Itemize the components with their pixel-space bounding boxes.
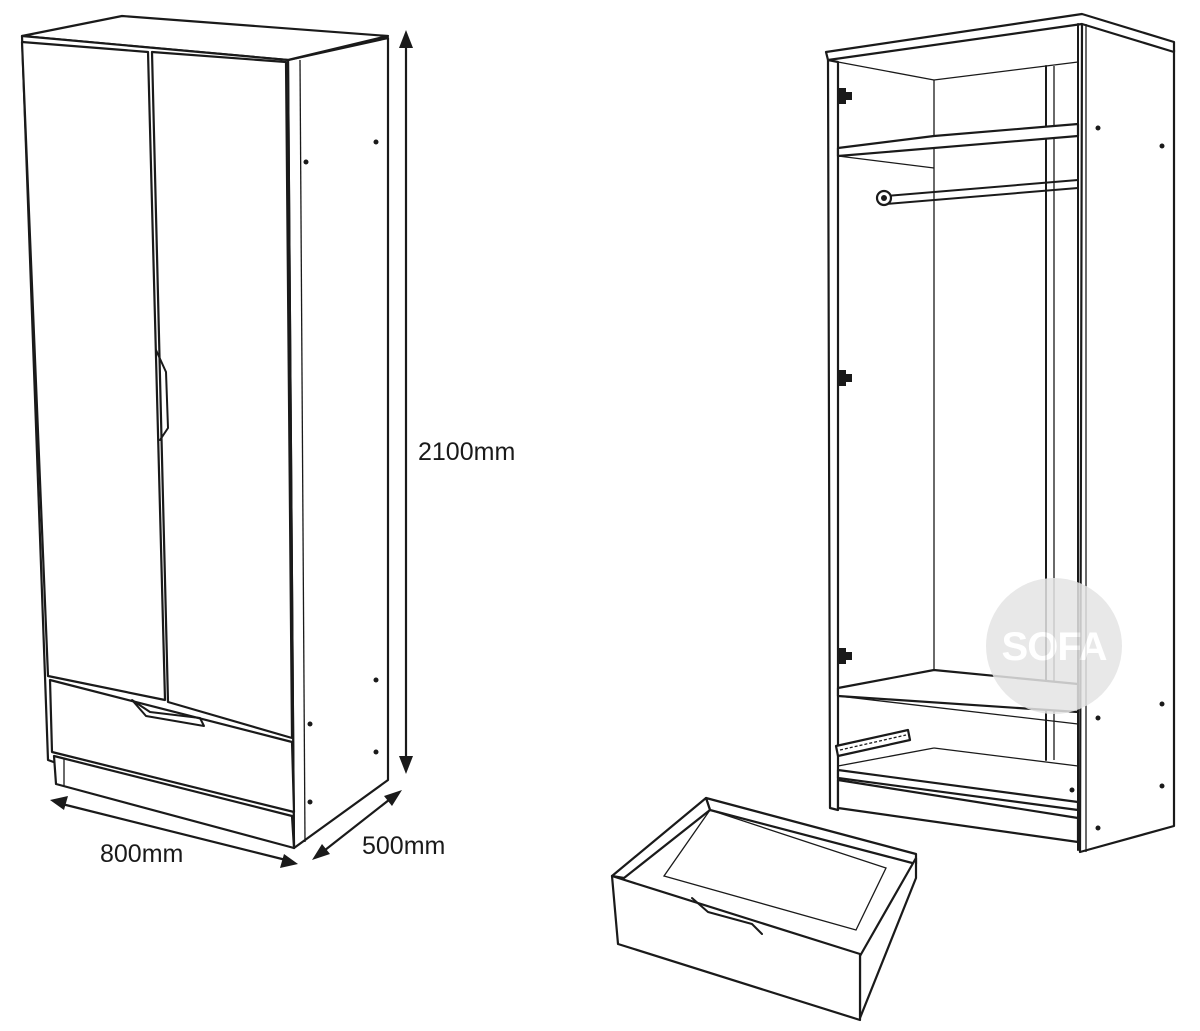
screw-dot <box>1095 825 1101 831</box>
screw-dot <box>307 721 313 727</box>
depth-dimension <box>312 790 402 860</box>
hinge-top <box>838 88 852 104</box>
back-panel-top-edge <box>837 61 935 81</box>
top-shelf <box>836 122 1080 158</box>
base-back-edge <box>837 747 935 767</box>
wardrobe-closed <box>20 14 390 850</box>
hinge-middle <box>838 370 852 386</box>
screw-dot <box>307 799 313 805</box>
screw-dot <box>373 749 379 755</box>
hinge-bottom <box>838 648 852 664</box>
base-panel <box>836 768 1080 812</box>
screw-dot <box>303 159 309 165</box>
height-label: 2100mm <box>418 438 515 466</box>
screw-dot <box>373 677 379 683</box>
watermark-text: SOFA <box>1002 625 1107 669</box>
back-panel-top-back <box>933 61 1079 81</box>
screw-dot <box>1095 715 1101 721</box>
left-door <box>20 40 167 702</box>
width-dimension <box>50 796 298 868</box>
screw-dot <box>1159 701 1165 707</box>
wardrobe-plinth <box>52 754 296 850</box>
side-inner-edge-line <box>299 59 306 843</box>
drawer-inner-base <box>662 809 887 931</box>
drawer-left-side <box>610 796 712 880</box>
bottom-shelf-edge <box>837 695 1079 725</box>
top-shelf-under <box>837 155 935 169</box>
depth-label: 500mm <box>362 832 445 860</box>
screw-dot <box>1069 787 1075 793</box>
drawer-handle <box>131 699 205 727</box>
screw-dot <box>1095 125 1101 131</box>
hanging-rail <box>875 179 1079 207</box>
height-dimension <box>399 30 413 774</box>
watermark-circle <box>986 578 1122 714</box>
loose-drawer <box>610 796 918 1022</box>
front-edge-line <box>287 59 295 849</box>
screw-dot <box>373 139 379 145</box>
wardrobe-open <box>824 12 1176 854</box>
drawer-right-side <box>858 856 918 1020</box>
drawer-front <box>48 678 296 814</box>
door-handle <box>155 349 169 441</box>
screw-dot <box>1159 143 1165 149</box>
screw-dot <box>1159 783 1165 789</box>
right-door <box>150 50 294 740</box>
width-label: 800mm <box>100 840 183 868</box>
open-left-panel <box>826 58 840 812</box>
sofa-watermark: SOFA <box>986 578 1122 714</box>
base-back-edge-2 <box>933 747 1079 767</box>
drawer-handle-cutout <box>691 897 763 935</box>
drawer-front-panel <box>610 874 862 1022</box>
drawer-runner <box>834 728 912 758</box>
